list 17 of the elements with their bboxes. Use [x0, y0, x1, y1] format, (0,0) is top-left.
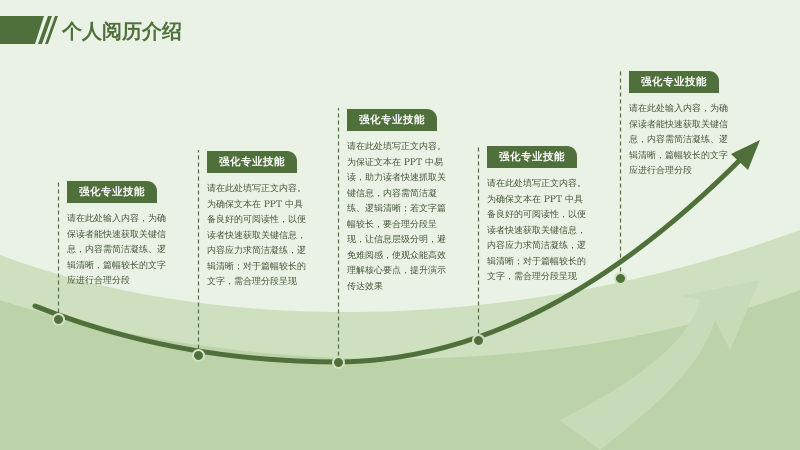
heading-tag: 强化专业技能: [487, 146, 577, 168]
heading-tag: 强化专业技能: [207, 151, 297, 173]
heading-tag: 强化专业技能: [67, 181, 157, 203]
heading-tag: 强化专业技能: [347, 109, 437, 131]
dashed-leader-line: [58, 180, 60, 312]
title: 个人阅历介绍: [62, 18, 182, 45]
dashed-leader-line: [478, 145, 480, 334]
heading-tag: 强化专业技能: [629, 71, 719, 93]
dashed-leader-line: [620, 70, 622, 272]
timeline-dot: [614, 272, 626, 284]
body-text: 请在此处输入内容，为确保读者能快速获取关键信息，内容需简洁凝练、逻辑清晰，篇幅较长的文字应进行合理分段: [67, 212, 167, 288]
body-text: 请在此处输入内容，为确保读者能快速获取关键信息，内容需简洁凝练、逻辑清晰，篇幅较长的文字应进行合理分段: [629, 102, 729, 178]
body-text: 请在此处填写正文内容。为确保文本在 PPT 中具备良好的可阅读性，以便读者快速获取关键信息，内容应力求简洁凝练，逻辑清晰；对于篇幅较长的文字，需合理分段呈现: [487, 178, 587, 284]
dashed-leader-line: [198, 150, 200, 348]
dashed-leader-line: [338, 108, 340, 356]
body-text: 请在此处填写正文内容。为保证文本在 PPT 中易读，助力读者快速抓取关键信息，内容需简洁凝练、逻辑清晰；若文字篇幅较长，要合理分段呈现，让信息层级分明，避免难阅感，使观众能高效理解核心要点，提升演示传达效果: [347, 140, 447, 294]
body-text: 请在此处填写正文内容。为确保文本在 PPT 中具备良好的可阅读性，以便读者快速获取关键信息，内容应力求简洁凝练，逻辑清晰；对于篇幅较长的文字，需合理分段呈现: [207, 182, 307, 289]
